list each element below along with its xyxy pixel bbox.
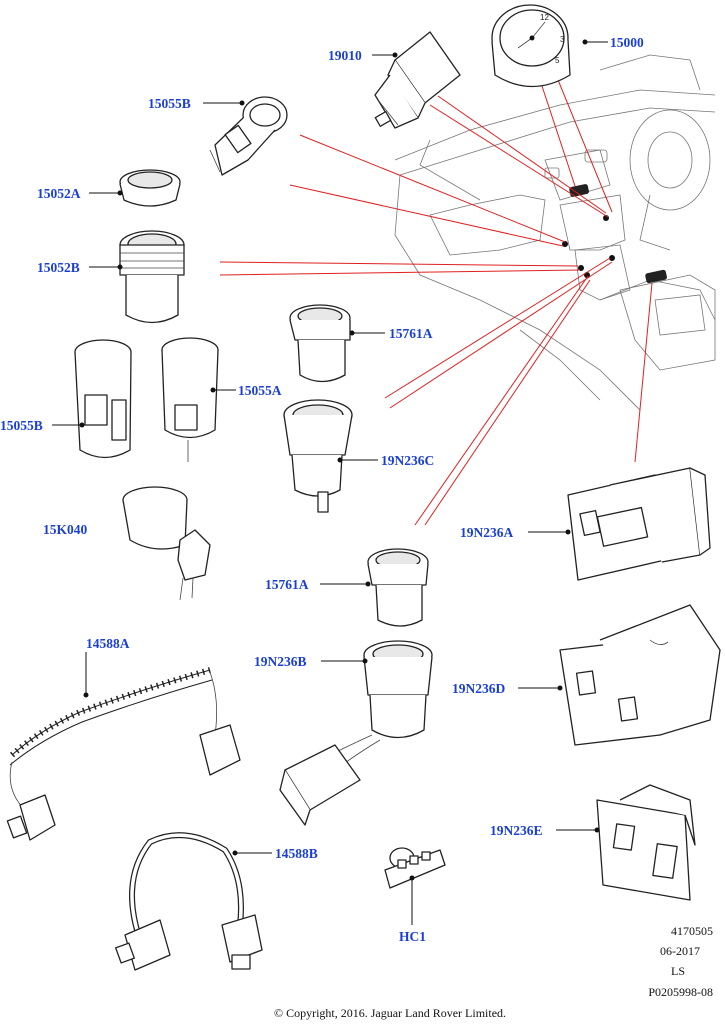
label-19010: 19010	[328, 48, 362, 63]
leader-lines	[52, 39, 608, 925]
copyright-notice: © Copyright, 2016. Jaguar Land Rover Lim…	[274, 1006, 506, 1020]
part-labels: 19010 15000 15055B 15052A 15052B 15761A …	[0, 35, 644, 944]
label-15761A-top: 15761A	[389, 326, 433, 341]
pointer-lines	[219, 74, 653, 526]
part-19N236B	[279, 640, 433, 826]
label-14588A: 14588A	[86, 636, 130, 651]
part-15052B	[119, 230, 185, 324]
part-14588A	[6, 667, 241, 841]
part-15055B-top	[209, 96, 288, 176]
label-15000: 15000	[610, 35, 644, 50]
part-19N236E	[596, 784, 696, 901]
label-15055B-top: 15055B	[148, 96, 191, 111]
part-15K040	[122, 486, 211, 601]
label-19N236E: 19N236E	[490, 823, 543, 838]
part-14588B	[115, 832, 263, 971]
label-19N236C: 19N236C	[381, 453, 434, 468]
reference-number: 4170505	[671, 924, 713, 938]
label-19N236B: 19N236B	[254, 654, 307, 669]
part-19N236A	[567, 467, 711, 581]
reference-part-number: P0205998-08	[648, 985, 713, 999]
part-15761A-mid	[367, 548, 429, 627]
label-15055A: 15055A	[238, 383, 282, 398]
reference-date: 06-2017	[660, 944, 700, 958]
svg-text:12: 12	[540, 13, 549, 22]
part-15055B-mid	[74, 339, 132, 459]
part-15761A-top	[289, 304, 351, 383]
reference-code: LS	[671, 964, 685, 978]
svg-text:3: 3	[560, 35, 565, 44]
label-15052A: 15052A	[37, 186, 81, 201]
label-19N236D: 19N236D	[452, 681, 505, 696]
label-15761A-mid: 15761A	[265, 577, 309, 592]
svg-text:5: 5	[555, 56, 560, 65]
label-19N236A: 19N236A	[460, 525, 513, 540]
reference-block: 4170505 06-2017 LS P0205998-08	[648, 924, 713, 999]
dashboard-illustration	[394, 54, 716, 411]
label-HC1: HC1	[399, 929, 426, 944]
label-14588B: 14588B	[275, 846, 318, 861]
part-19010	[374, 31, 461, 129]
part-15000-clock: 12 3 5	[491, 4, 571, 88]
label-15K040: 15K040	[43, 522, 88, 537]
part-19N236D	[559, 604, 721, 746]
label-15052B: 15052B	[37, 260, 80, 275]
part-HC1	[384, 847, 446, 889]
part-15052A	[119, 169, 181, 207]
part-19N236C	[283, 399, 353, 513]
label-15055B-mid: 15055B	[0, 418, 43, 433]
part-15055A	[161, 337, 219, 462]
